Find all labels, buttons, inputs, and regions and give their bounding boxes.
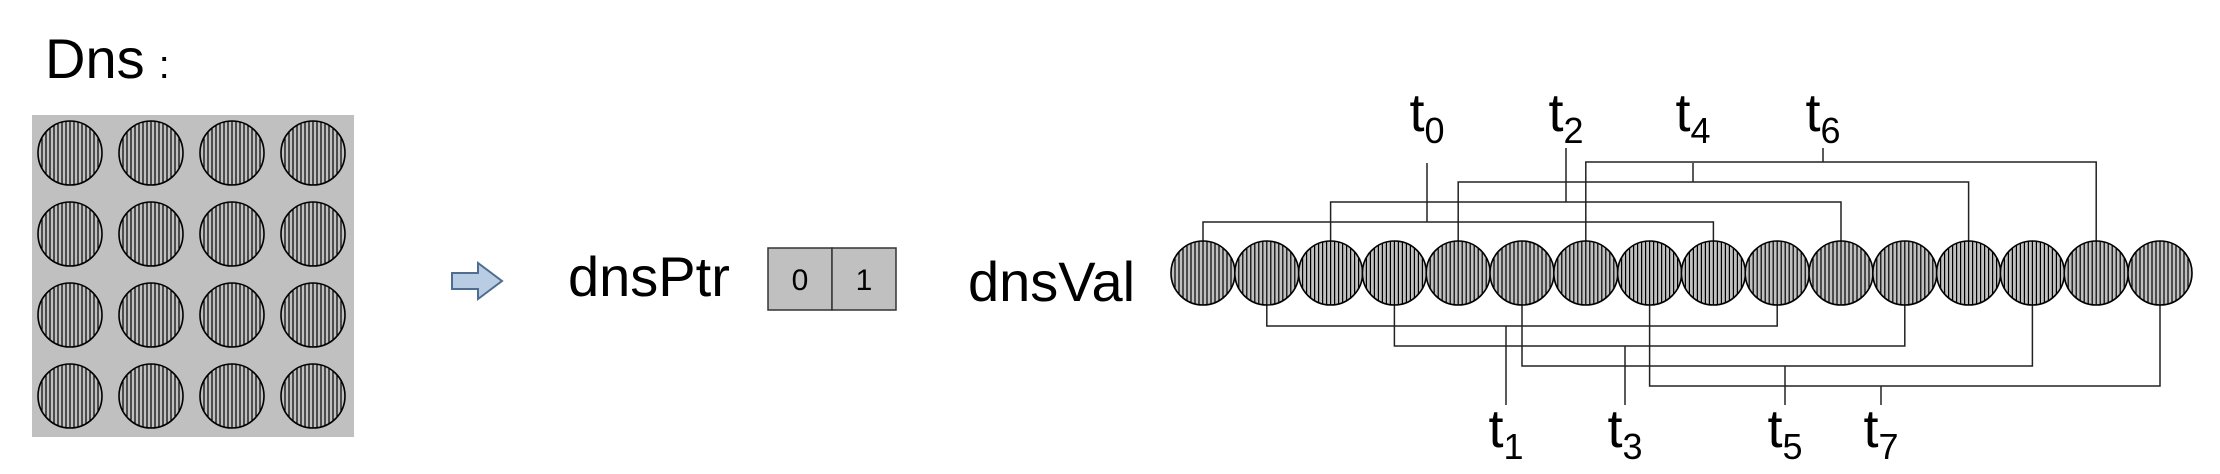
thread-label-sub: 7 bbox=[1878, 426, 1898, 467]
thread-7-bracket bbox=[1648, 305, 2161, 387]
thread-label-base: t bbox=[1767, 399, 1782, 459]
dns-ptr-label: dnsPtr bbox=[568, 245, 730, 308]
title-text: Dns bbox=[45, 27, 145, 90]
dns-val-array bbox=[1171, 233, 2192, 313]
thread-label-base: t bbox=[1607, 399, 1622, 459]
dns-val-element-14 bbox=[2064, 233, 2128, 313]
thread-label-sub: 6 bbox=[1820, 110, 1840, 151]
thread-label-base: t bbox=[1805, 83, 1820, 143]
thread-label-base: t bbox=[1548, 83, 1563, 143]
thread-label-t5: t5 bbox=[1767, 399, 1802, 467]
dns-val-element-6 bbox=[1554, 233, 1618, 313]
thread-label-sub: 4 bbox=[1690, 110, 1710, 151]
dns-val-element-11 bbox=[1873, 233, 1937, 313]
dns-val-element-10 bbox=[1809, 233, 1873, 313]
diagram-title: Dns: bbox=[45, 27, 170, 90]
thread-label-t2: t2 bbox=[1548, 83, 1583, 151]
thread-label-base: t bbox=[1488, 399, 1503, 459]
thread-6-bracket bbox=[1585, 161, 2097, 241]
dns-ptr-array: 0 1 bbox=[767, 247, 897, 311]
dense-matrix bbox=[32, 113, 354, 437]
thread-label-sub: 2 bbox=[1563, 110, 1583, 151]
dns-val-element-3 bbox=[1362, 233, 1426, 313]
thread-label-sub: 5 bbox=[1782, 426, 1802, 467]
thread-label-t4: t4 bbox=[1675, 83, 1710, 151]
thread-label-base: t bbox=[1675, 83, 1690, 143]
thread-label-base: t bbox=[1409, 83, 1424, 143]
thread-5-bracket bbox=[1521, 305, 2034, 367]
thread-connectors bbox=[1202, 148, 2161, 405]
dns-val-element-2 bbox=[1299, 233, 1363, 313]
dns-ptr-cell-0: 0 bbox=[792, 264, 809, 297]
thread-label-t6: t6 bbox=[1805, 83, 1840, 151]
thread-label-sub: 3 bbox=[1622, 426, 1642, 467]
thread-label-t7: t7 bbox=[1863, 399, 1898, 467]
dns-val-element-12 bbox=[1937, 233, 2001, 313]
thread-label-t3: t3 bbox=[1607, 399, 1642, 467]
dns-val-element-8 bbox=[1681, 233, 1745, 313]
thread-label-base: t bbox=[1863, 399, 1878, 459]
dns-val-element-0 bbox=[1171, 233, 1235, 313]
thread-4-bracket bbox=[1457, 181, 1970, 241]
title-colon: : bbox=[159, 43, 170, 87]
dns-ptr-cell-1: 1 bbox=[856, 264, 873, 297]
right-arrow-icon bbox=[451, 261, 504, 301]
dns-val-element-7 bbox=[1618, 233, 1682, 313]
dns-val-element-9 bbox=[1745, 233, 1809, 313]
dns-val-element-13 bbox=[2000, 233, 2064, 313]
dns-val-element-5 bbox=[1490, 233, 1554, 313]
thread-label-sub: 1 bbox=[1503, 426, 1523, 467]
dns-val-element-15 bbox=[2128, 233, 2192, 313]
thread-label-t1: t1 bbox=[1488, 399, 1523, 467]
dns-val-label: dnsVal bbox=[968, 250, 1135, 313]
thread-label-t0: t0 bbox=[1409, 83, 1444, 151]
dns-val-element-1 bbox=[1235, 233, 1299, 313]
thread-label-sub: 0 bbox=[1424, 110, 1444, 151]
dns-val-element-4 bbox=[1426, 233, 1490, 313]
